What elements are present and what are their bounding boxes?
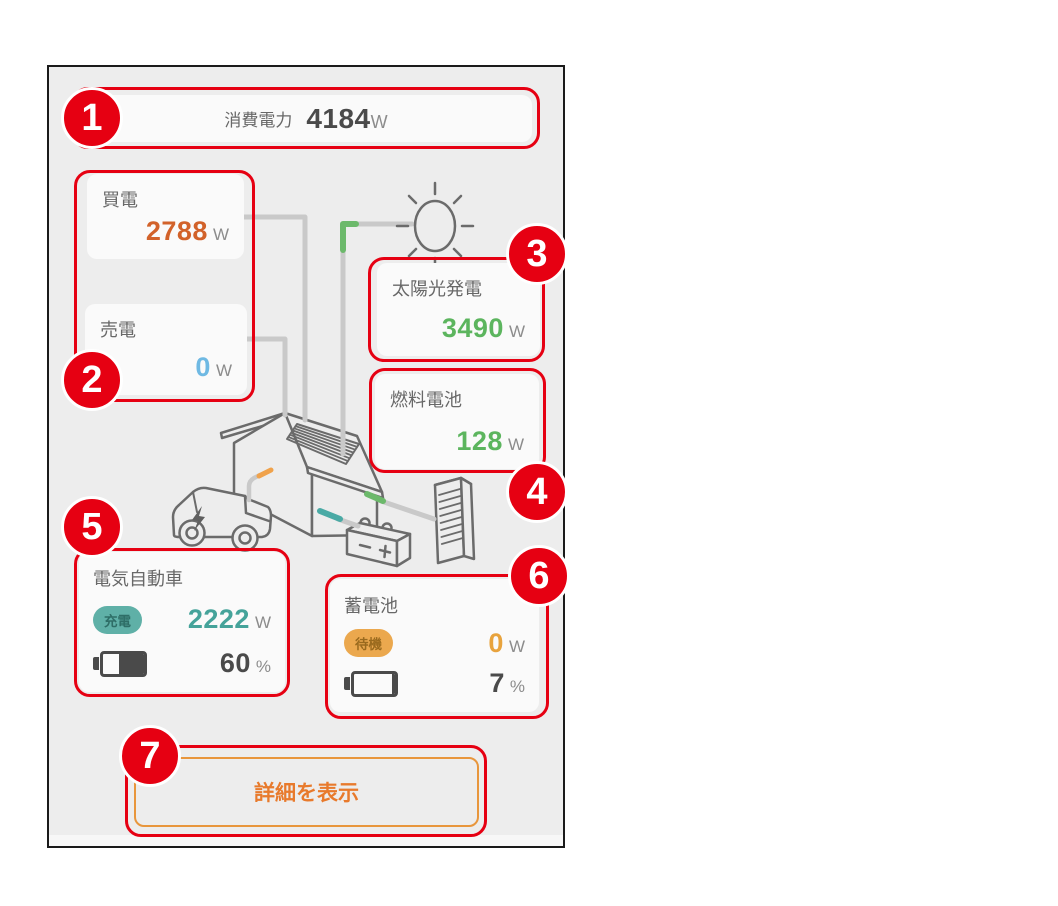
annotation-badge-2: 2	[61, 349, 123, 411]
ev-power-unit: W	[254, 613, 271, 632]
sell-power-label: 売電	[100, 320, 136, 340]
grid-sell-wire	[244, 336, 288, 418]
annotation-badge-4: 4	[506, 461, 568, 523]
battery-level-icon	[344, 670, 398, 697]
ev-power-value: 2222	[187, 604, 250, 634]
solar-generation-card: 太陽光発電 3490 W	[377, 263, 540, 356]
home-indicator-strip	[49, 835, 563, 846]
storage-soc-value: 7	[489, 668, 505, 698]
solar-generation-label: 太陽光発電	[392, 279, 482, 299]
consumption-label: 消費電力	[224, 111, 293, 130]
buy-power-value: 2788	[145, 216, 208, 246]
ev-card: 電気自動車 充電 2222 W 60 %	[79, 552, 285, 692]
ev-charge-cable-orange-tip	[256, 467, 274, 479]
ev-label: 電気自動車	[93, 569, 183, 589]
annotation-badge-6: 6	[508, 545, 570, 607]
sell-power-unit: W	[215, 361, 232, 380]
annotation-badge-1: 1	[61, 87, 123, 149]
solar-wire	[340, 221, 415, 457]
storage-power-unit: W	[508, 636, 525, 656]
sell-power-value: 0	[195, 352, 211, 382]
battery-body	[100, 650, 147, 677]
storage-status-badge: 待機	[344, 629, 393, 657]
grid-buy-wire	[241, 214, 308, 423]
battery-wire-teal-segment	[317, 508, 343, 522]
battery-fill	[392, 673, 395, 694]
fuel-cell-unit-icon	[433, 476, 476, 565]
sun-icon	[395, 181, 475, 271]
ev-soc-value: 60	[219, 648, 251, 678]
battery-fill	[119, 653, 144, 674]
electric-car-icon	[171, 486, 273, 552]
storage-battery-card: 蓄電池 待機 0 W 7 %	[330, 579, 539, 712]
annotation-badge-7: 7	[119, 725, 181, 787]
energy-monitor-panel: 消費電力 4184 W 買電 2788 W 売電 0 W 太陽光発電 3490 …	[47, 65, 570, 848]
buy-power-label: 買電	[102, 190, 138, 210]
storage-battery-device-icon	[345, 517, 412, 568]
ev-status-badge: 充電	[93, 605, 142, 634]
storage-battery-label: 蓄電池	[344, 596, 398, 616]
consumption-card: 消費電力 4184 W	[80, 95, 532, 142]
solar-wire-green-segment	[340, 221, 359, 253]
fuel-cell-label: 燃料電池	[390, 390, 462, 410]
battery-terminal	[344, 677, 350, 690]
battery-level-icon	[93, 650, 147, 677]
consumption-unit: W	[370, 111, 388, 132]
buy-power-card: 買電 2788 W	[87, 174, 244, 259]
fuel-cell-unit: W	[507, 435, 524, 454]
solar-generation-value: 3490	[441, 313, 504, 343]
show-details-button[interactable]: 詳細を表示	[134, 757, 479, 827]
fuel-cell-wire-green-segment	[364, 491, 386, 504]
storage-soc-unit: %	[509, 677, 525, 696]
battery-terminal	[93, 657, 99, 670]
ev-charge-cable	[246, 472, 263, 503]
ev-soc-unit: %	[255, 657, 271, 676]
fuel-cell-value: 128	[456, 426, 503, 456]
annotation-badge-3: 3	[506, 223, 568, 285]
fuel-cell-wire	[378, 498, 437, 522]
buy-power-unit: W	[212, 225, 229, 244]
annotation-badge-5: 5	[61, 496, 123, 558]
battery-body	[351, 670, 398, 697]
solar-generation-unit: W	[508, 322, 525, 341]
storage-power-value: 0	[488, 627, 504, 658]
energy-flow-illustration	[171, 181, 476, 568]
consumption-value: 4184	[306, 102, 371, 134]
sell-power-card: 売電 0 W	[85, 304, 247, 395]
fuel-cell-card: 燃料電池 128 W	[375, 374, 539, 469]
